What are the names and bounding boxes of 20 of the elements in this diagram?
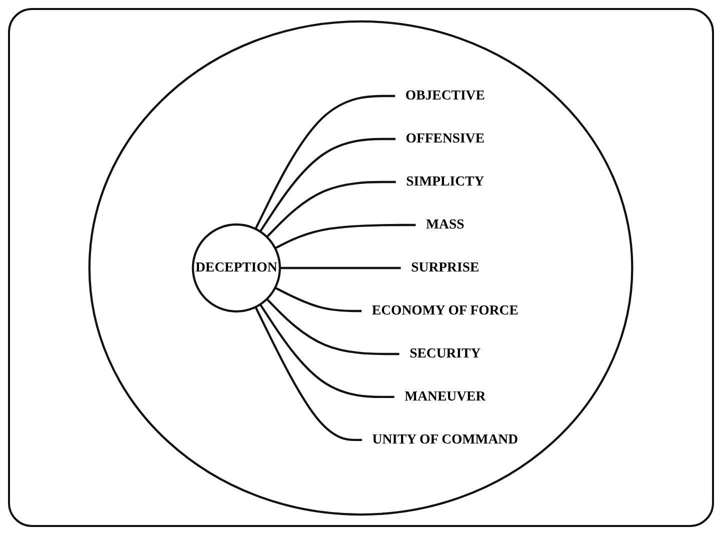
connector (266, 180, 396, 238)
node-text: SECURITY (410, 346, 481, 360)
connector (259, 303, 394, 398)
node-text: OFFENSIVE (406, 130, 485, 146)
spoke-diagram: DECEPTION OBJECTIVE OFFENSIVE SIMPLICTY MASS SURPRISE ECONOMY OF FORCE SECURITY MANEUVER UNITY OF COMMAND (86, 18, 636, 518)
node-text: MASS (426, 216, 464, 232)
connector (266, 298, 400, 355)
node-text: OBJECTIVE (406, 88, 486, 102)
node-text: UNITY OF COMMAND (372, 432, 518, 446)
connector (274, 223, 416, 249)
connector (280, 266, 401, 269)
connector (254, 94, 396, 229)
connector (274, 286, 362, 312)
node-text: MANEUVER (404, 388, 486, 404)
node-text: SURPRISE (411, 260, 480, 274)
node-text: ECONOMY OF FORCE (372, 302, 519, 318)
node-circle (192, 222, 282, 312)
node-text: SIMPLICTY (406, 174, 484, 188)
connector (254, 306, 362, 441)
connector (259, 137, 396, 232)
